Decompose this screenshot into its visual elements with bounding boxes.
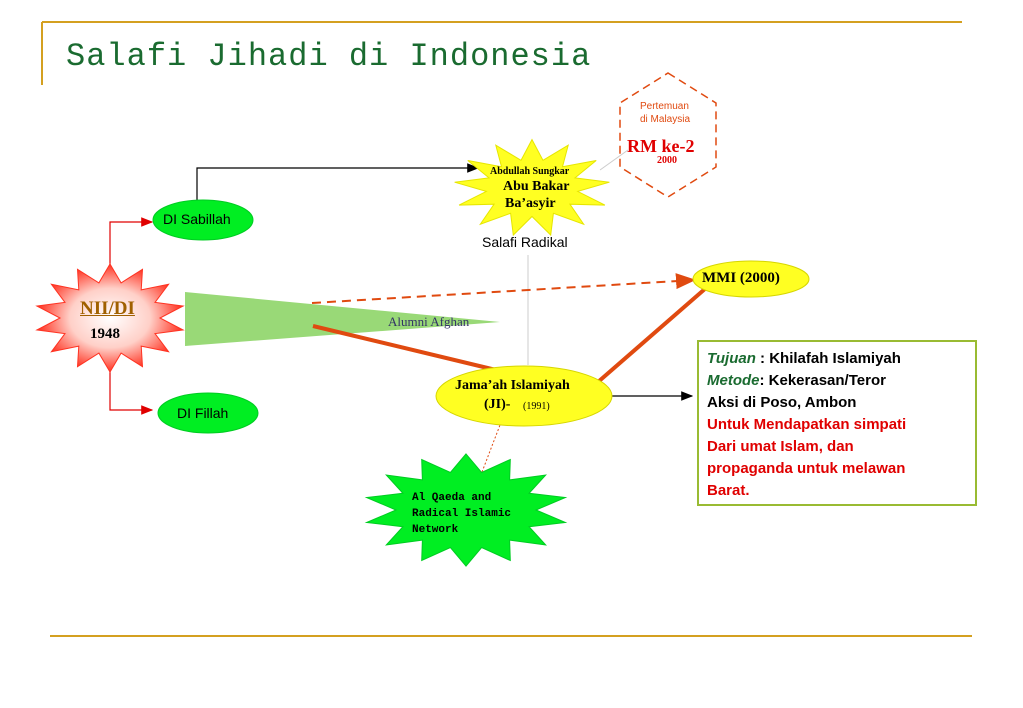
info-metode-row: Metode: Kekerasan/Teror: [707, 370, 967, 392]
ji-ellipse: [435, 365, 613, 427]
line-ji-to-mmi: [596, 286, 708, 384]
alqaeda-line3: Network: [412, 524, 459, 536]
arrow-to-abu-bakar: [196, 163, 480, 200]
line-nii-to-ji: [312, 324, 497, 372]
info-tujuan-row: Tujuan : Khilafah Islamiyah: [707, 348, 967, 370]
pertemuan-line2: di Malaysia: [640, 114, 691, 125]
pertemuan-year: 2000: [657, 155, 677, 166]
info-red-line3: propaganda untuk melawan: [707, 460, 906, 477]
tujuan-label: Tujuan: [707, 350, 756, 367]
pertemuan-hexagon: [619, 72, 717, 198]
arrow-to-di-sabillah: [109, 217, 154, 270]
abu-bakar-line2: Ba’asyir: [505, 196, 556, 211]
info-red-line2: Dari umat Islam, dan: [707, 438, 854, 455]
metode-label: Metode: [707, 372, 760, 389]
salafi-radikal-label: Salafi Radikal: [482, 234, 568, 250]
info-box: Tujuan : Khilafah Islamiyah Metode: Keke…: [697, 340, 977, 506]
ji-year: (1991): [523, 401, 550, 412]
metode-text: : Kekerasan/Teror: [759, 372, 886, 389]
alumni-afghan-wedge: [185, 292, 500, 346]
abu-bakar-small-label: Abdullah Sungkar: [490, 166, 570, 177]
dotted-line-alqaeda-to-ji: [481, 424, 501, 473]
page-title: Salafi Jihadi di Indonesia: [66, 38, 592, 75]
nii-di-label: NII/DI: [80, 298, 135, 319]
title-rule: [41, 21, 962, 85]
nii-di-starburst: [35, 263, 185, 373]
mmi-ellipse: [692, 260, 810, 298]
info-line3: Aksi di Poso, Ambon: [707, 394, 857, 411]
alqaeda-starburst: [364, 453, 568, 567]
ji-line2: (JI)-: [484, 397, 511, 412]
alqaeda-line2: Radical Islamic: [412, 508, 512, 520]
pertemuan-line1: Pertemuan: [640, 101, 689, 112]
tujuan-text: : Khilafah Islamiyah: [755, 350, 901, 367]
arrow-to-di-fillah: [109, 370, 154, 415]
abu-bakar-starburst: [454, 138, 610, 237]
ji-line1: Jama’ah Islamiyah: [455, 378, 570, 393]
alumni-afghan-label: Alumni Afghan: [388, 314, 470, 329]
info-red-line1: Untuk Mendapatkan simpati: [707, 416, 907, 433]
alqaeda-line1: Al Qaeda and: [412, 492, 492, 504]
mmi-label: MMI (2000): [702, 270, 780, 286]
di-fillah-ellipse: [157, 392, 259, 434]
di-fillah-label: DI Fillah: [177, 405, 229, 421]
di-sabillah-ellipse: [152, 199, 254, 241]
dashed-arrow-to-mmi: [311, 273, 696, 304]
abu-bakar-line1: Abu Bakar: [503, 179, 570, 194]
rm-ke-2-label: RM ke-2: [627, 136, 695, 156]
di-sabillah-label: DI Sabillah: [163, 211, 231, 227]
link-salafi-to-pertemuan: [599, 149, 629, 171]
nii-di-year: 1948: [90, 326, 120, 342]
info-red-line4: Barat.: [707, 482, 750, 499]
